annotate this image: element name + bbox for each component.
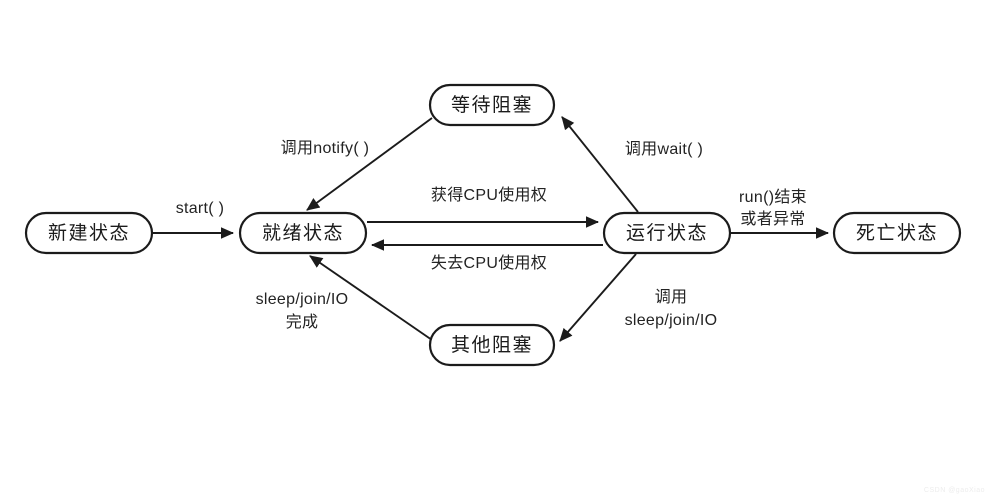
- edge-call-notify: [306, 117, 433, 211]
- edge-call-wait: [561, 116, 639, 213]
- edge-label-run-end-line2: 或者异常: [740, 210, 805, 228]
- node-dead-state[interactable]: 死亡状态: [832, 211, 962, 255]
- edge-call-sleep: [559, 253, 637, 342]
- node-other-blocked[interactable]: 其他阻塞: [428, 323, 556, 367]
- nodes-layer: 新建状态 就绪状态 运行状态 死亡状态 等待阻塞 其他阻塞: [24, 83, 962, 367]
- edge-label-sleep-finished-line2: 完成: [286, 313, 319, 331]
- node-other-blocked-label: 其他阻塞: [451, 334, 533, 356]
- watermark: CSDN @gaoXiao: [923, 487, 985, 494]
- edge-label-run-end-line1: run()结束: [739, 188, 807, 206]
- edge-label-lose-cpu: 失去CPU使用权: [431, 254, 547, 272]
- edge-label-call-wait: 调用wait( ): [625, 140, 703, 158]
- edge-label-call-sleep-line2: sleep/join/IO: [625, 312, 718, 329]
- edge-labels-layer: start( ) 获得CPU使用权 失去CPU使用权 调用wait( ) 调用n…: [176, 139, 807, 331]
- node-other-blocked-shape[interactable]: [428, 323, 556, 367]
- edge-sleep-finished: [309, 255, 433, 341]
- node-ready-state[interactable]: 就绪状态: [238, 211, 368, 255]
- node-waiting-blocked-shape[interactable]: [428, 83, 556, 127]
- node-new-state[interactable]: 新建状态: [24, 211, 154, 255]
- edge-label-start: start( ): [176, 200, 225, 217]
- edge-label-sleep-finished-line1: sleep/join/IO: [256, 291, 349, 308]
- node-ready-state-label: 就绪状态: [262, 222, 344, 244]
- node-running-state-shape[interactable]: [602, 211, 732, 255]
- node-waiting-blocked[interactable]: 等待阻塞: [428, 83, 556, 127]
- edge-label-call-notify: 调用notify( ): [281, 139, 370, 157]
- edges-layer: [152, 116, 830, 342]
- edge-label-call-sleep-line1: 调用: [655, 288, 688, 306]
- node-new-state-label: 新建状态: [48, 222, 130, 244]
- node-running-state-label: 运行状态: [626, 222, 708, 244]
- node-ready-state-shape[interactable]: [238, 211, 368, 255]
- node-running-state[interactable]: 运行状态: [602, 211, 732, 255]
- node-new-state-shape[interactable]: [24, 211, 154, 255]
- edge-label-get-cpu: 获得CPU使用权: [431, 186, 547, 204]
- node-dead-state-label: 死亡状态: [856, 222, 938, 244]
- node-dead-state-shape[interactable]: [832, 211, 962, 255]
- node-waiting-blocked-label: 等待阻塞: [451, 94, 533, 116]
